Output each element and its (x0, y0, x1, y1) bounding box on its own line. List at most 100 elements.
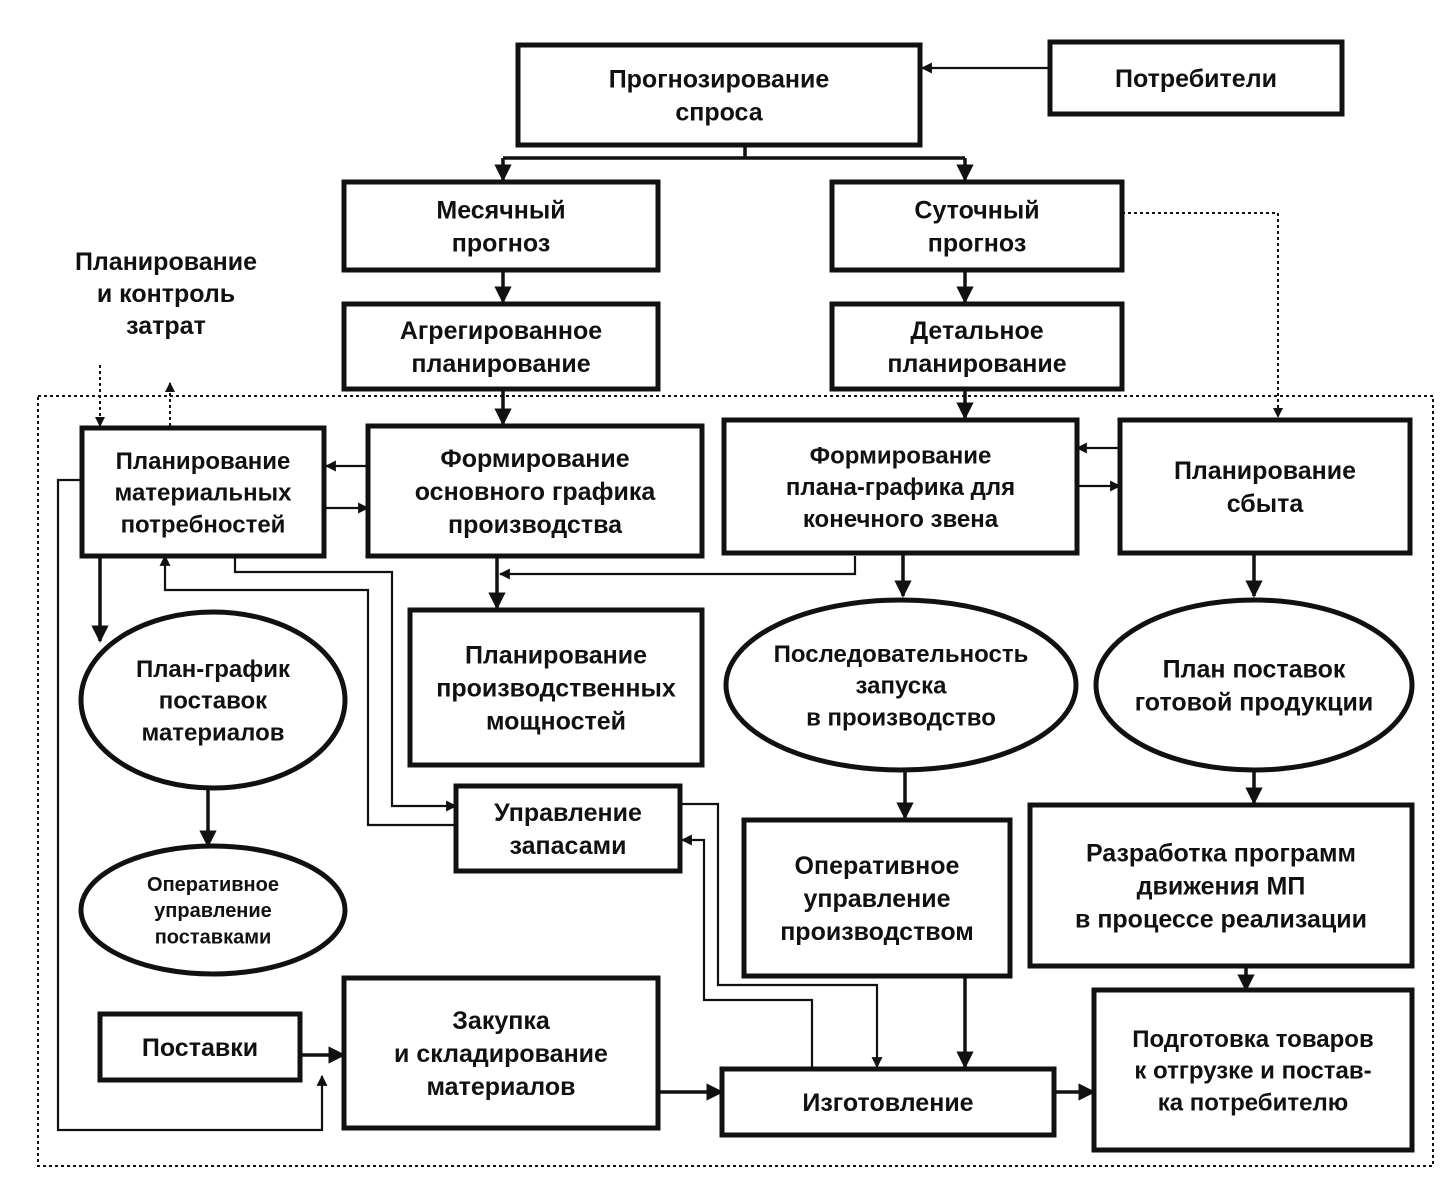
node-operational-supply-mgmt-line: управление (154, 900, 272, 922)
node-master-schedule-line: основного графика (415, 478, 657, 506)
node-launch-sequence-shape (723, 597, 1079, 773)
node-aggregated-planning-line: Агрегированное (400, 317, 602, 345)
node-detailed-planning-line: Детальное (910, 317, 1043, 345)
node-operational-supply-mgmt-line: поставками (155, 927, 272, 949)
node-demand-forecasting-shape (515, 42, 923, 148)
system-boundary (37, 395, 1434, 1167)
edge-manufacturing-to-inventory (680, 834, 814, 1067)
node-aggregated-planning-shape (341, 301, 661, 392)
node-inventory-mgmt-shape (453, 783, 683, 874)
node-capacity-planning-line: производственных (436, 675, 676, 703)
node-purchasing-storage: Закупка и складирование материалов (341, 975, 661, 1131)
node-mrp: Планирование материальных потребностей (79, 425, 327, 559)
node-mrp-shape (79, 425, 327, 559)
edge-mrp-to-purchasing (56, 478, 328, 1132)
node-goods-preparation-line: ка потребителю (1158, 1089, 1348, 1116)
node-capacity-planning-shape (407, 607, 705, 768)
node-inventory-mgmt: Управление запасами (453, 783, 683, 874)
node-sales-planning-line: Планирование (1174, 457, 1356, 485)
node-sales-planning: Планирование сбыта (1117, 417, 1413, 556)
node-launch-sequence-line: Последовательность (774, 641, 1029, 668)
node-daily-forecast: Суточный прогноз (829, 179, 1125, 273)
edge-inventory-to-manufacturing (680, 802, 883, 1069)
node-capacity-planning-line: мощностей (486, 708, 626, 736)
node-supplies-line: Поставки (142, 1034, 258, 1062)
node-final-link-schedule-line: Формирование (810, 442, 992, 469)
node-final-link-schedule-shape (721, 417, 1080, 556)
node-supplies-shape (97, 1011, 303, 1083)
node-purchasing-storage-shape (341, 975, 661, 1131)
node-capacity-planning-line: Планирование (465, 642, 647, 670)
node-mp-programs-line: Разработка программ (1086, 840, 1356, 868)
edge-mrp-to-inventory (233, 556, 458, 812)
node-inventory-mgmt-line: запасами (510, 832, 627, 860)
node-final-link-schedule-line: конечного звена (803, 506, 999, 533)
node-mrp-line: материальных (115, 480, 293, 507)
node-purchasing-storage-line: Закупка (452, 1007, 551, 1035)
node-supplies: Поставки (97, 1011, 303, 1083)
label-cost-planning: Планирование и контроль затрат (75, 248, 257, 340)
node-operational-production-mgmt-line: Оперативное (795, 852, 960, 880)
node-finished-goods-plan-line: готовой продукции (1135, 689, 1374, 717)
node-daily-forecast-line: Суточный (914, 197, 1039, 225)
node-aggregated-planning-line: планирование (411, 350, 590, 378)
node-detailed-planning-shape (829, 301, 1125, 392)
node-monthly-forecast: Месячный прогноз (341, 179, 661, 273)
node-final-link-schedule: Формирование плана-графика для конечного з… (721, 417, 1080, 556)
node-finished-goods-plan-shape (1093, 597, 1415, 773)
node-final-link-schedule-line: плана-графика для (786, 474, 1015, 501)
label-cost-planning-line: затрат (126, 312, 206, 340)
node-detailed-planning: Детальное планирование (829, 301, 1125, 392)
node-goods-preparation-line: к отгрузке и постав- (1134, 1058, 1371, 1085)
edge-daily-to-sales (1122, 212, 1283, 418)
node-detailed-planning-line: планирование (887, 350, 1066, 378)
node-monthly-forecast-shape (341, 179, 661, 273)
node-inventory-mgmt-line: Управление (494, 799, 642, 827)
node-goods-preparation: Подготовка товаров к отгрузке и постав-ка… (1091, 987, 1415, 1153)
label-cost-planning-line: Планирование (75, 248, 257, 276)
node-material-delivery-schedule-line: поставок (159, 688, 268, 715)
node-operational-production-mgmt-line: производством (780, 918, 974, 946)
node-consumers: Потребители (1047, 39, 1345, 117)
node-demand-forecasting-line: Прогнозирование (609, 66, 830, 94)
node-launch-sequence-line: в производство (806, 704, 996, 731)
node-mp-programs-line: в процессе реализации (1075, 906, 1367, 934)
node-operational-supply-mgmt: Оперативное управление поставками (78, 843, 348, 977)
node-capacity-planning: Планирование производственных мощностей (407, 607, 705, 768)
node-manufacturing: Изготовление (719, 1066, 1057, 1138)
node-mp-programs-shape (1027, 802, 1415, 969)
node-demand-forecasting-line: спроса (675, 99, 763, 127)
node-demand-forecasting: Прогнозирование спроса (515, 42, 923, 148)
node-material-delivery-schedule-line: План-график (136, 656, 291, 683)
node-operational-supply-mgmt-line: Оперативное (147, 874, 279, 896)
node-purchasing-storage-line: материалов (427, 1073, 576, 1101)
node-monthly-forecast-line: Месячный (436, 197, 565, 225)
nodes: Прогнозирование спроса ПотребителиМесячный… (78, 39, 1415, 1153)
node-sales-planning-shape (1117, 417, 1413, 556)
node-monthly-forecast-line: прогноз (452, 230, 551, 258)
node-operational-supply-mgmt-shape (78, 843, 348, 977)
edge-inventory-to-mrp (159, 554, 458, 827)
node-master-schedule-line: Формирование (440, 445, 629, 473)
node-sales-planning-line: сбыта (1227, 490, 1305, 518)
node-mrp-line: Планирование (116, 448, 291, 475)
node-operational-production-mgmt: Оперативное управление производством (741, 817, 1013, 979)
node-mrp-line: потребностей (121, 511, 286, 538)
node-consumers-shape (1047, 39, 1345, 117)
node-purchasing-storage-line: и складирование (394, 1040, 608, 1068)
connectors (56, 62, 1283, 1132)
node-daily-forecast-line: прогноз (928, 230, 1027, 258)
node-manufacturing-shape (719, 1066, 1057, 1138)
node-material-delivery-schedule-shape (78, 609, 348, 791)
edge-final-to-capacity (498, 556, 857, 580)
label-cost-planning-line: и контроль (97, 280, 235, 308)
node-consumers-line: Потребители (1115, 65, 1277, 93)
node-operational-production-mgmt-line: управление (803, 885, 950, 913)
node-mp-programs-line: движения МП (1137, 873, 1306, 901)
node-goods-preparation-line: Подготовка товаров (1132, 1026, 1373, 1053)
